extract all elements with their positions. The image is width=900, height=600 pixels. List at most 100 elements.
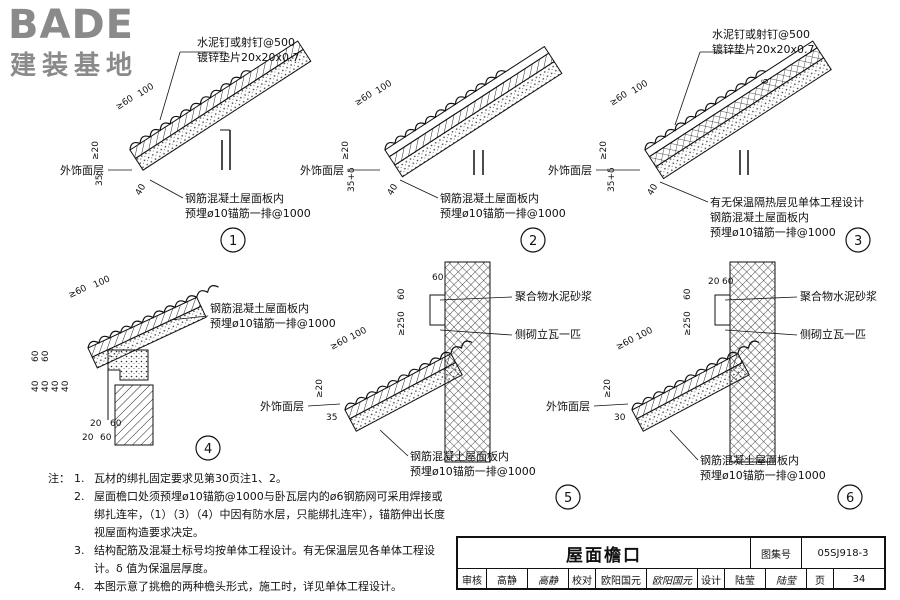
d2-dim-2: ≥20 <box>341 141 351 160</box>
d3-dim-3: 35+δ <box>607 167 617 192</box>
d4-slab-label: 钢筋混凝土屋面板内 <box>210 301 309 315</box>
d5-dim-0: 60 <box>432 273 444 283</box>
d6-dim-6: ≥20 <box>603 379 613 398</box>
designer-name: 陆莹 <box>725 569 766 589</box>
d6-dim-3: ≥250 <box>683 311 693 336</box>
d1-nail-label: 水泥钉或射钉@500 <box>197 35 295 49</box>
d3-washer-label: 镀锌垫片20x20x0.7 <box>712 42 815 56</box>
d5-dim-4: 100 <box>349 326 369 343</box>
page-number: 34 <box>852 573 866 585</box>
detail-2: 外饰面层 钢筋混凝土屋面板内 预埋ø10锚筋一排@1000 ≥60 100 ≥2… <box>300 45 566 253</box>
d4-dim-3: 60 <box>41 350 51 362</box>
d1-number: 1 <box>229 234 237 249</box>
d4-dim-6: 40 <box>51 380 61 392</box>
d4-dim-4: 40 <box>31 380 41 392</box>
d1-dim-4: 40 <box>134 182 149 197</box>
d3-dim-4: 40 <box>646 182 661 197</box>
d5-anchor-label: 预埋ø10锚筋一排@1000 <box>410 464 536 478</box>
detail-4: 钢筋混凝土屋面板内 预埋ø10锚筋一排@1000 ≥60 100 60 60 4… <box>31 274 336 461</box>
reviewer-name: 高静 <box>487 569 528 589</box>
d3-dim-5: δ <box>761 78 771 84</box>
d1-dim-0: ≥60 <box>114 94 136 113</box>
d3-nail-label: 水泥钉或射钉@500 <box>712 27 810 41</box>
d6-mortar-label: 聚合物水泥砂浆 <box>800 289 877 303</box>
d5-dim-1: 60 <box>397 288 407 300</box>
d4-dim-9: 60 <box>110 419 122 429</box>
d6-finish-label: 外饰面层 <box>546 399 590 413</box>
checker-name: 欧阳国元 <box>596 569 647 589</box>
d5-tile-label: 侧砌立瓦一匹 <box>515 327 581 341</box>
checker-signature: 欧阳国元 <box>647 569 698 589</box>
d3-finish-label: 外饰面层 <box>548 163 592 177</box>
atlas-number: 05SJ918-3 <box>817 547 869 559</box>
d1-dim-3: 35 <box>95 175 105 186</box>
d3-insulation-label: 有无保温隔热层见单体工程设计 <box>710 195 864 209</box>
detail-6: 聚合物水泥砂浆 侧砌立瓦一匹 外饰面层 钢筋混凝土屋面板内 预埋ø10锚筋一排@… <box>546 261 877 510</box>
d2-finish-label: 外饰面层 <box>300 163 344 177</box>
d2-dim-0: ≥60 <box>353 90 375 109</box>
d6-dim-7: 30 <box>614 413 626 423</box>
logo-brand: BADE <box>8 2 134 48</box>
d4-dim-2: 60 <box>31 350 41 362</box>
d4-dim-10: 20 <box>82 433 94 443</box>
d4-dim-0: ≥60 <box>67 284 89 301</box>
d6-slab-label: 钢筋混凝土屋面板内 <box>700 453 799 467</box>
d5-finish-label: 外饰面层 <box>260 399 304 413</box>
d2-slab-label: 钢筋混凝土屋面板内 <box>440 191 539 205</box>
drawing-title: 屋面檐口 <box>458 538 751 568</box>
d6-anchor-label: 预埋ø10锚筋一排@1000 <box>700 468 826 482</box>
designer-signature: 陆莹 <box>766 569 807 589</box>
d3-dim-1: 100 <box>630 79 650 97</box>
note-item: 4. 本图示意了挑檐的两种檐头形式，施工时，详见单体工程设计。 <box>74 580 402 593</box>
d4-dim-1: 100 <box>92 274 112 290</box>
d5-dim-6: 35 <box>326 413 337 423</box>
atlas-label: 图集号 <box>751 538 802 568</box>
bade-logo: BADE 建装基地 <box>8 2 138 81</box>
d4-dim-8: 20 <box>90 419 102 429</box>
note-item: 注： 1. 瓦材的绑扎固定要求见第30页注1、2。 <box>48 470 448 488</box>
d4-number: 4 <box>204 442 212 457</box>
d4-dim-7: 40 <box>61 380 71 392</box>
d4-anchor-label: 预埋ø10锚筋一排@1000 <box>210 316 336 330</box>
d4-dim-5: 40 <box>41 380 51 392</box>
d2-dim-1: 100 <box>374 79 394 97</box>
d1-washer-label: 镀锌垫片20x20x0.7 <box>197 50 300 64</box>
d1-finish-label: 外饰面层 <box>60 163 104 177</box>
d5-dim-3: ≥60 <box>329 335 351 353</box>
d4-dim-11: 60 <box>100 433 112 443</box>
d1-slab-label: 钢筋混凝土屋面板内 <box>185 191 284 205</box>
d6-dim-4: ≥60 <box>615 335 637 353</box>
d5-mortar-label: 聚合物水泥砂浆 <box>515 289 592 303</box>
detail-1: 水泥钉或射钉@500 镀锌垫片20x20x0.7 外饰面层 钢筋混凝土屋面板内 … <box>60 35 312 253</box>
d3-dim-2: ≥20 <box>599 141 609 160</box>
d5-number: 5 <box>564 491 572 506</box>
note-item: 2. 屋面檐口处须预埋ø10锚筋@1000与卧瓦层内的ø6钢筋网可采用焊接或绑扎… <box>74 490 445 539</box>
d3-dim-0: ≥60 <box>608 90 630 109</box>
d2-number: 2 <box>529 234 537 249</box>
note-item: 3. 结构配筋及混凝土标号均按单体工程设计。有无保温层见各单体工程设计。δ 值为… <box>74 544 435 575</box>
d5-dim-2: ≥250 <box>397 311 407 336</box>
d6-dim-0: 20 <box>708 277 720 287</box>
design-label: 设计 <box>698 569 725 589</box>
check-label: 校对 <box>569 569 596 589</box>
d2-dim-4: 40 <box>386 182 401 197</box>
notes: 注： 1. 瓦材的绑扎固定要求见第30页注1、2。 2. 屋面檐口处须预埋ø10… <box>48 470 448 596</box>
d1-dim-1: 100 <box>136 82 156 100</box>
d3-number: 3 <box>854 234 862 249</box>
d2-anchor-label: 预埋ø10锚筋一排@1000 <box>440 206 566 220</box>
detail-3: 水泥钉或射钉@500 镀锌垫片20x20x0.7 外饰面层 有无保温隔热层见单体… <box>548 27 871 253</box>
d2-dim-3: 35+δ <box>347 167 357 192</box>
d6-dim-1: 60 <box>722 277 734 287</box>
d3-slab-label: 钢筋混凝土屋面板内 <box>710 210 809 224</box>
title-block: 屋面檐口 图集号 05SJ918-3 审核 高静 高静 校对 欧阳国元 欧阳国元… <box>456 536 886 590</box>
review-label: 审核 <box>458 569 487 589</box>
logo-subtitle: 建装基地 <box>10 51 138 81</box>
d6-dim-2: 60 <box>683 288 693 300</box>
d1-anchor-label: 预埋ø10锚筋一排@1000 <box>185 206 311 220</box>
d5-slab-label: 钢筋混凝土屋面板内 <box>410 449 509 463</box>
reviewer-signature: 高静 <box>528 569 569 589</box>
d6-tile-label: 侧砌立瓦一匹 <box>800 327 866 341</box>
d6-dim-5: 100 <box>635 326 655 343</box>
